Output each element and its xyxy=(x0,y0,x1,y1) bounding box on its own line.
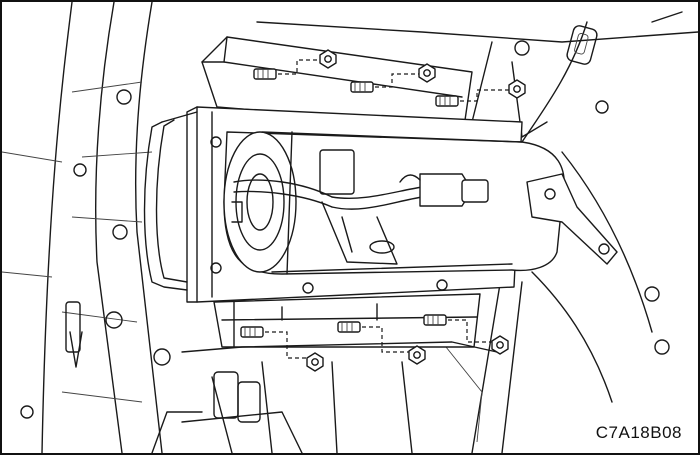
upper-dash-panel xyxy=(256,11,698,143)
mounting-strap-right xyxy=(526,173,618,265)
upper-bolt-studs xyxy=(253,68,459,107)
left-trim-panel xyxy=(2,2,171,453)
lower-dash-panel xyxy=(151,341,498,453)
wiring-harness xyxy=(231,173,489,265)
figure-code: C7A18B08 xyxy=(595,423,682,442)
upper-mounting-bracket xyxy=(201,36,473,128)
lower-bolt-studs xyxy=(240,314,447,338)
housing-mount-points xyxy=(210,136,448,294)
right-dash-panel xyxy=(441,151,670,453)
hex-nuts xyxy=(306,49,526,372)
fastener-leader-lines xyxy=(265,59,512,359)
